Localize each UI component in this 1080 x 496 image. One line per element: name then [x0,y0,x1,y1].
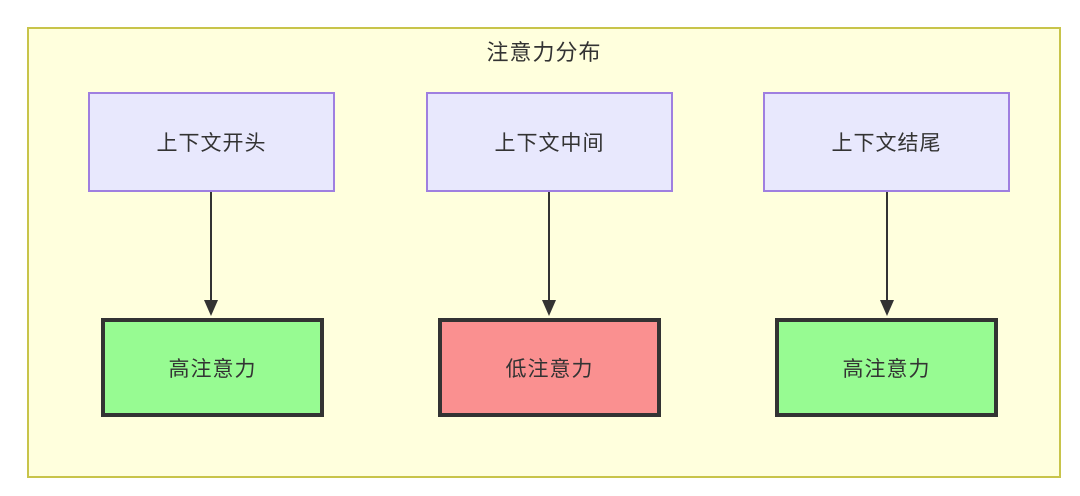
node-context-start[interactable]: 上下文开头 [88,92,335,192]
node-context-end-label: 上下文结尾 [831,132,942,155]
node-attention-low-middle[interactable]: 低注意力 [438,318,661,417]
node-attention-high-start[interactable]: 高注意力 [101,318,324,417]
node-context-start-label: 上下文开头 [156,132,267,155]
subgraph-title: 注意力分布 [486,40,602,65]
node-context-end[interactable]: 上下文结尾 [763,92,1010,192]
node-attention-low-middle-label: 低注意力 [505,357,594,381]
node-attention-high-start-label: 高注意力 [168,357,257,381]
node-context-middle[interactable]: 上下文中间 [426,92,673,192]
node-attention-high-end-label: 高注意力 [842,357,931,381]
node-attention-high-end[interactable]: 高注意力 [775,318,998,417]
node-context-middle-label: 上下文中间 [494,132,605,155]
